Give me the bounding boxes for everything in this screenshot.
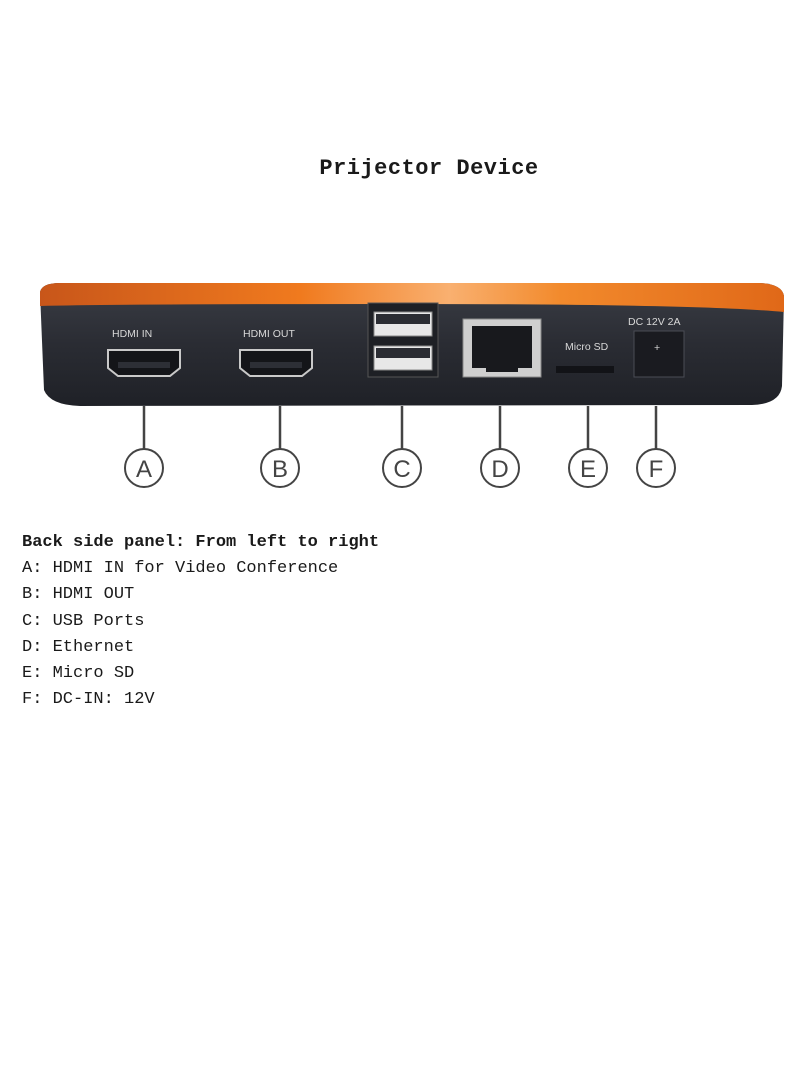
- svg-text:D: D: [491, 456, 508, 483]
- list-item: E: Micro SD: [22, 664, 135, 684]
- svg-text:HDMI IN: HDMI IN: [112, 328, 152, 340]
- callout-d: D: [480, 406, 520, 488]
- svg-text:B: B: [272, 456, 288, 483]
- svg-text:DC 12V 2A: DC 12V 2A: [628, 316, 681, 328]
- callout-f: F: [636, 406, 676, 488]
- usb-ports: [367, 302, 439, 378]
- port-description-list: Back side panel: From left to right A: H…: [22, 530, 379, 713]
- description-heading: Back side panel: From left to right: [22, 533, 380, 552]
- svg-text:Micro SD: Micro SD: [565, 341, 609, 353]
- list-item: A: HDMI IN for Video Conference: [22, 559, 339, 579]
- list-item: F: DC-IN: 12V: [22, 690, 155, 710]
- hdmi-out-port: HDMI OUT: [239, 328, 313, 377]
- callout-a: A: [124, 406, 164, 488]
- list-item: C: USB Ports: [22, 611, 145, 631]
- svg-text:HDMI OUT: HDMI OUT: [243, 328, 295, 340]
- callout-c: C: [382, 406, 422, 488]
- svg-text:F: F: [649, 456, 664, 483]
- hdmi-in-port: HDMI IN: [107, 328, 181, 377]
- callout-b: B: [260, 406, 300, 488]
- svg-text:A: A: [136, 456, 152, 483]
- list-item: B: HDMI OUT: [22, 585, 135, 605]
- svg-text:+: +: [654, 342, 660, 354]
- device-back-panel-image: HDMI IN HDMI OUT Micro SD DC 12V 2A + A: [40, 283, 784, 488]
- callout-e: E: [568, 406, 608, 488]
- list-item: D: Ethernet: [22, 637, 135, 657]
- ethernet-port: [462, 318, 542, 378]
- page-title: Prijector Device: [319, 156, 539, 181]
- dc-jack: DC 12V 2A +: [628, 316, 685, 378]
- svg-text:C: C: [393, 456, 410, 483]
- svg-text:E: E: [580, 456, 596, 483]
- micro-sd-slot: Micro SD: [556, 341, 614, 373]
